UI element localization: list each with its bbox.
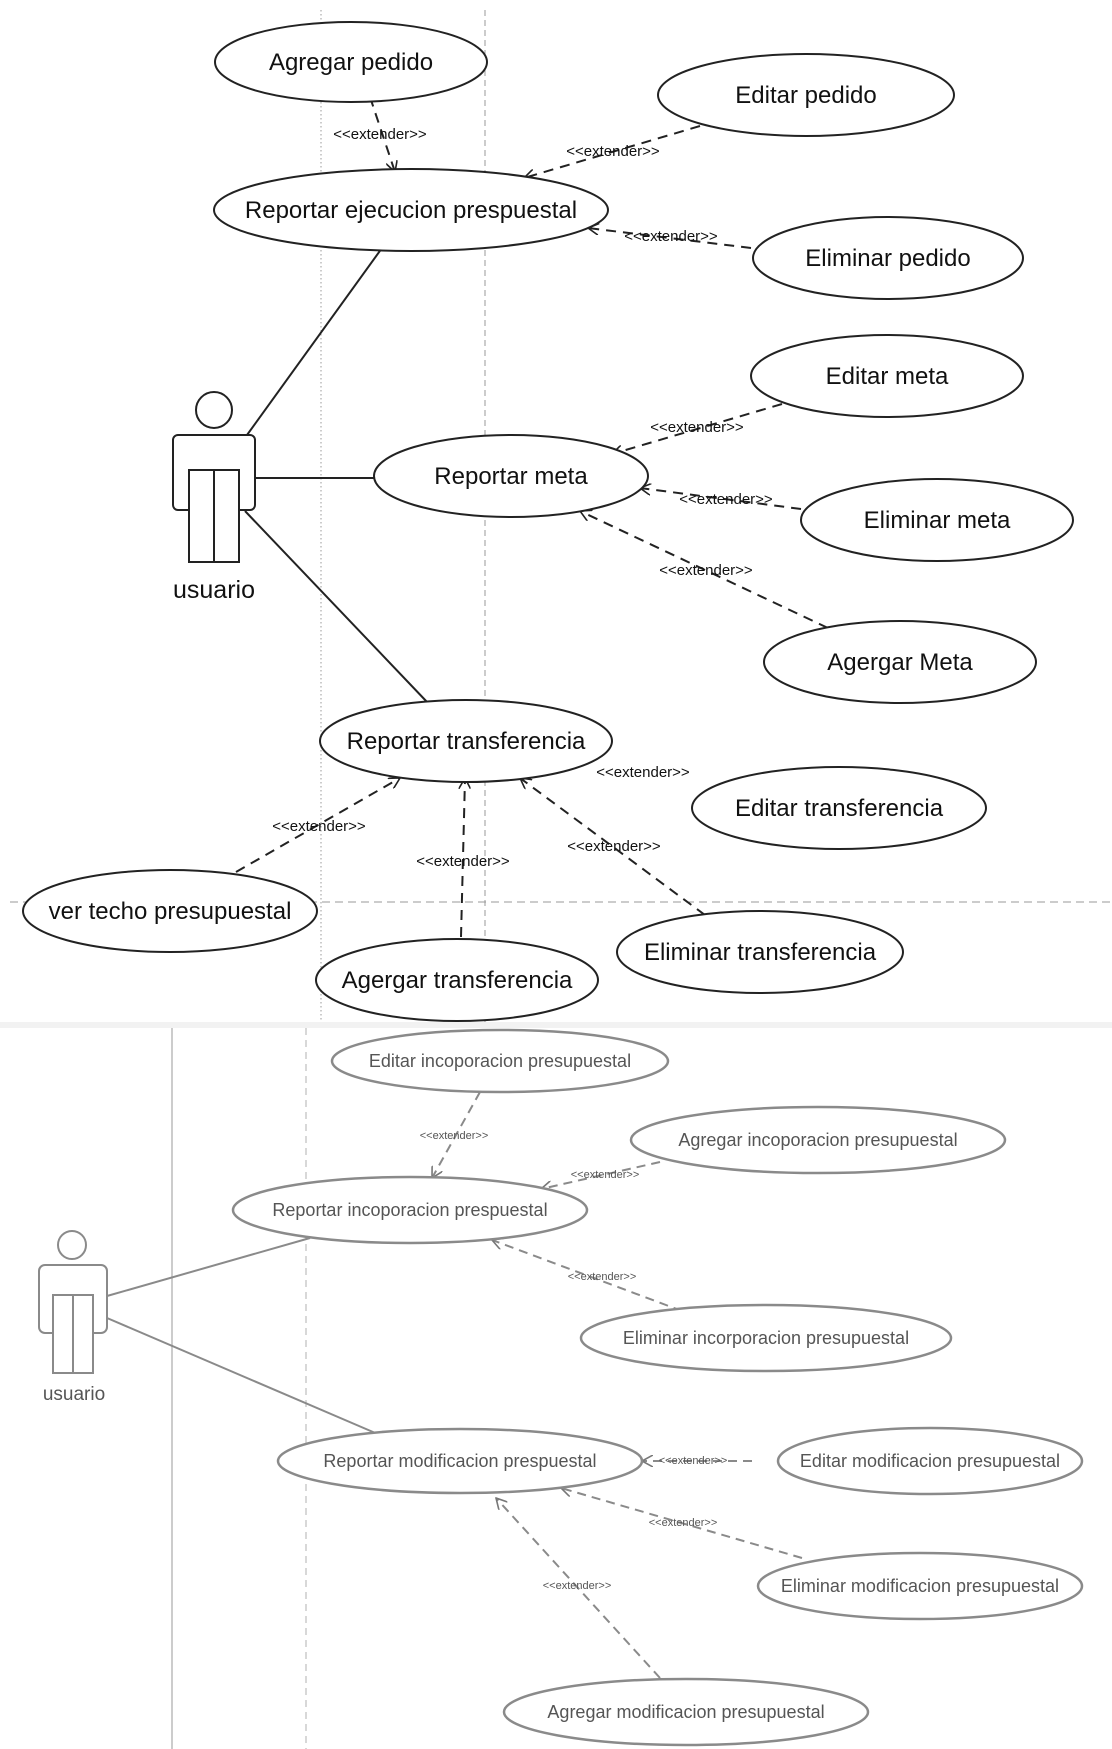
- usecase-label: Editar pedido: [735, 82, 876, 109]
- association-line: [106, 1317, 381, 1436]
- usecase-label: ver techo presupuestal: [49, 898, 292, 925]
- association-line: [106, 1237, 311, 1297]
- extend-arrow: [612, 403, 783, 454]
- usecase-label: Eliminar incorporacion presupuestal: [623, 1328, 909, 1348]
- extend-arrow: [369, 96, 395, 172]
- extend-arrow: [561, 1488, 803, 1559]
- usecase-label: Agergar transferencia: [342, 967, 573, 994]
- usecase-reportar-transferencia: [319, 699, 613, 783]
- usecase-label: Reportar modificacion prespuestal: [323, 1451, 596, 1471]
- extend-arrow: [588, 228, 752, 249]
- usecase-eliminar-transferencia: [616, 910, 904, 994]
- actor-usuario: [38, 1230, 108, 1374]
- usecase-label: Reportar meta: [434, 463, 588, 490]
- usecase-label: Eliminar modificacion presupuestal: [781, 1576, 1059, 1596]
- extend-arrow: [580, 511, 829, 629]
- actor-label: usuario: [173, 576, 255, 604]
- diagram-separator: [0, 1022, 1112, 1028]
- usecase-editar-incoporacion: [330, 1028, 670, 1094]
- extend-label: <<extender>>: [567, 838, 661, 855]
- usecase-label: Agregar modificacion presupuestal: [547, 1702, 824, 1722]
- usecase-label: Editar modificacion presupuestal: [800, 1451, 1060, 1471]
- extend-arrow: [541, 1161, 661, 1189]
- extend-label: <<extender>>: [566, 143, 660, 160]
- extend-label: <<extender>>: [649, 1517, 718, 1529]
- usecase-label: Editar incoporacion presupuestal: [369, 1051, 631, 1071]
- usecase-eliminar-modificacion: [756, 1551, 1084, 1621]
- usecase-label: Reportar incoporacion prespuestal: [272, 1200, 547, 1220]
- extend-arrow: [235, 777, 400, 873]
- usecase-editar-transferencia: [691, 766, 987, 850]
- usecase-agregar-incoporacion: [629, 1105, 1007, 1175]
- actor-usuario: [172, 391, 256, 563]
- bottom-diagram: usuario <<extender>> <<extender>> <<exte…: [38, 1028, 1084, 1749]
- extend-arrow: [520, 778, 706, 916]
- usecase-label: Eliminar transferencia: [644, 939, 877, 966]
- usecase-label: Eliminar meta: [864, 507, 1011, 534]
- extend-label: <<extender>>: [659, 562, 753, 579]
- usecase-label: Editar transferencia: [735, 795, 944, 822]
- extend-arrow: [492, 1240, 683, 1312]
- usecase-label: Reportar ejecucion prespuestal: [245, 197, 577, 224]
- extend-label: <<extender>>: [333, 126, 427, 143]
- extend-label: <<extender>>: [596, 764, 690, 781]
- usecase-agergar-meta: [763, 620, 1037, 704]
- extend-label: <<extender>>: [416, 853, 510, 870]
- usecase-eliminar-incorporacion: [579, 1303, 953, 1373]
- usecase-ver-techo: [22, 869, 318, 953]
- usecase-label: Agergar Meta: [827, 649, 973, 676]
- usecase-editar-modificacion: [776, 1426, 1084, 1496]
- extend-label: <<extender>>: [624, 228, 718, 245]
- usecase-label: Agregar pedido: [269, 49, 433, 76]
- usecase-editar-pedido: [657, 53, 955, 137]
- usecase-reportar-ejecucion: [213, 168, 609, 252]
- usecase-agregar-modificacion: [502, 1677, 870, 1747]
- usecase-label: Eliminar pedido: [805, 245, 970, 272]
- usecase-agergar-transferencia: [315, 938, 599, 1022]
- extend-arrow: [431, 1091, 481, 1178]
- extend-arrow: [461, 778, 465, 938]
- usecase-reportar-meta: [373, 434, 649, 518]
- extend-label: <<extender>>: [650, 419, 744, 436]
- usecase-eliminar-meta: [800, 478, 1074, 562]
- usecase-label: Reportar transferencia: [347, 728, 586, 755]
- usecase-eliminar-pedido: [752, 216, 1024, 300]
- extend-label: <<extender>>: [679, 491, 773, 508]
- usecase-reportar-incoporacion: [231, 1175, 589, 1245]
- top-diagram: usuario <<extender>> <<extender>> <<exte…: [10, 10, 1112, 1025]
- association-line: [246, 247, 383, 436]
- usecase-reportar-modificacion: [276, 1427, 644, 1495]
- extend-label: <<extender>>: [272, 818, 366, 835]
- usecase-editar-meta: [750, 334, 1024, 418]
- actor-label: usuario: [43, 1384, 105, 1405]
- extend-label: <<extender>>: [659, 1455, 728, 1467]
- extend-label: <<extender>>: [568, 1271, 637, 1283]
- extend-arrow: [496, 1498, 661, 1679]
- extend-arrow: [524, 125, 701, 178]
- usecase-agregar-pedido: [214, 21, 488, 103]
- extend-label: <<extender>>: [420, 1130, 489, 1142]
- usecase-label: Agregar incoporacion presupuestal: [678, 1130, 957, 1150]
- extend-label: <<extender>>: [543, 1580, 612, 1592]
- usecase-label: Editar meta: [826, 363, 949, 390]
- association-line: [244, 510, 429, 704]
- extend-label: <<extender>>: [571, 1169, 640, 1181]
